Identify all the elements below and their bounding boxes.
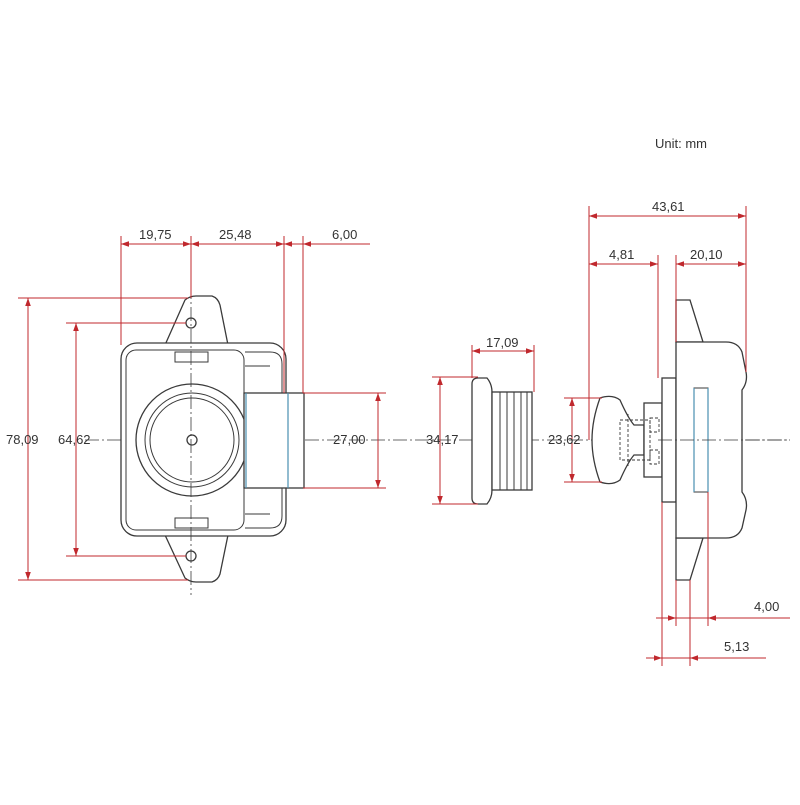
nut-body — [491, 391, 533, 491]
dim-6-00: 6,00 — [332, 227, 357, 242]
nut-flange — [471, 377, 493, 505]
knob-dimensions: 23,62 — [548, 397, 602, 483]
bottom-clip — [174, 517, 209, 529]
dim-4-00: 4,00 — [754, 599, 779, 614]
top-clip — [174, 351, 209, 363]
dim-4-81: 4,81 — [609, 247, 634, 262]
button-bezel — [144, 392, 240, 488]
bottom-mounting-ear — [163, 534, 229, 583]
front-view — [120, 285, 305, 595]
dim-17-09: 17,09 — [486, 335, 519, 350]
side-view — [658, 299, 790, 581]
dim-27-00: 27,00 — [333, 432, 366, 447]
dim-25-48: 25,48 — [219, 227, 252, 242]
side-ear-bottom — [675, 537, 704, 581]
dim-43-61: 43,61 — [652, 199, 685, 214]
dim-78-09: 78,09 — [6, 432, 39, 447]
button-face — [149, 397, 235, 483]
nut-view — [471, 377, 533, 505]
dim-34-17: 34,17 — [426, 432, 459, 447]
knob-head — [591, 395, 645, 485]
top-mounting-ear — [163, 295, 229, 346]
front-view-dimensions: 19,75 25,48 6,00 78,09 64,62 27,00 — [6, 227, 386, 581]
dim-19-75: 19,75 — [139, 227, 172, 242]
knob-view — [591, 395, 663, 485]
dim-23-62: 23,62 — [548, 432, 581, 447]
nut-dimensions: 17,09 34,17 — [426, 335, 535, 505]
unit-label: Unit: mm — [655, 136, 707, 151]
side-ear-top — [675, 299, 704, 343]
housing-depth — [243, 392, 305, 489]
side-view-dimensions: 43,61 4,81 20,10 4,00 5,13 — [588, 199, 790, 666]
dim-5-13: 5,13 — [724, 639, 749, 654]
button-center-dot — [186, 434, 198, 446]
dim-20-10: 20,10 — [690, 247, 723, 262]
dim-64-62: 64,62 — [58, 432, 91, 447]
